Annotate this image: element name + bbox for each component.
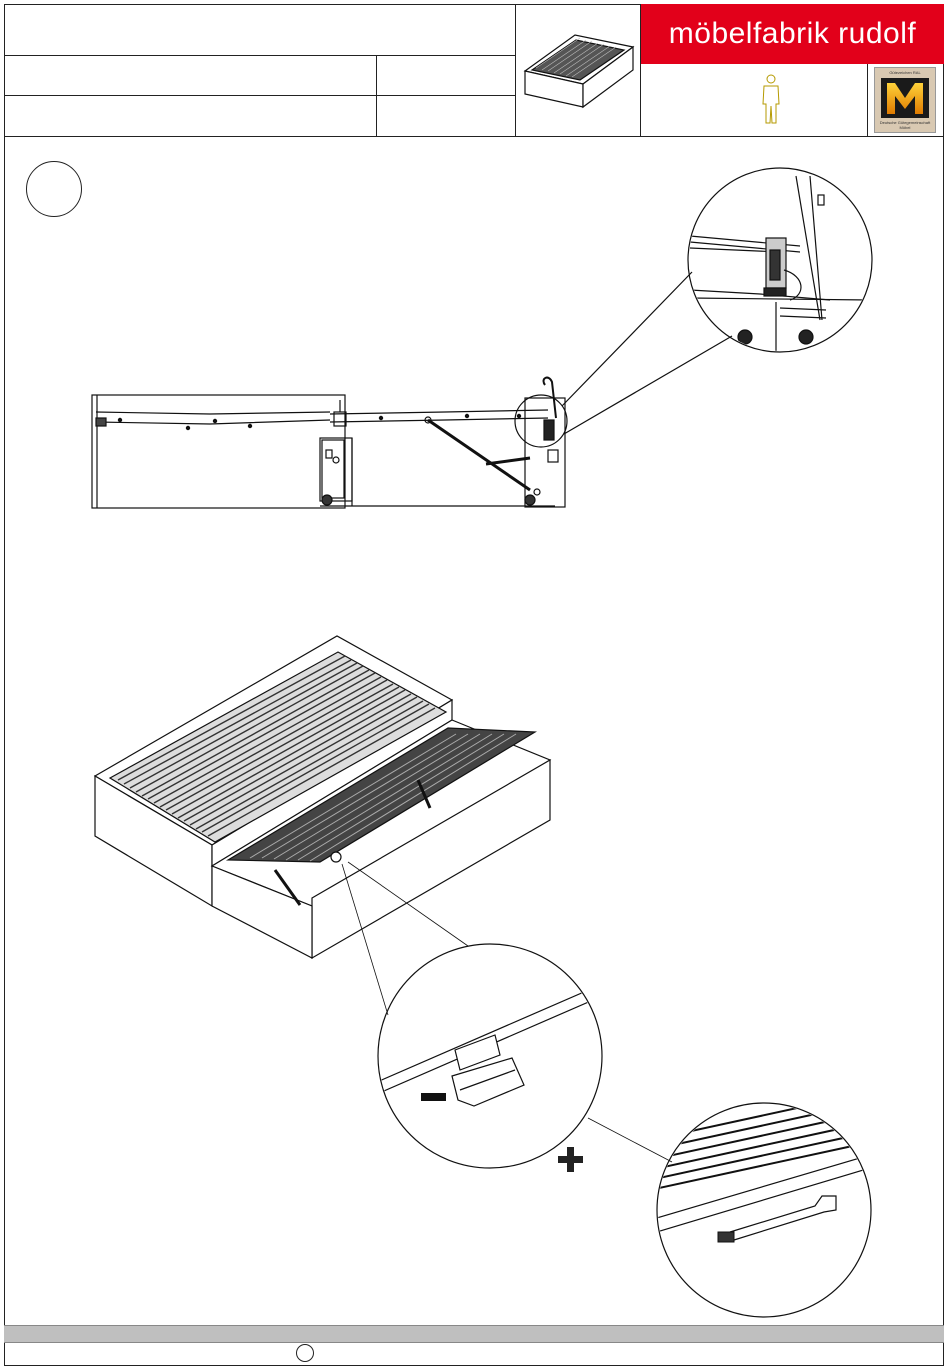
footer-bar (4, 1325, 944, 1343)
detail-zoom-wrench (650, 1090, 880, 1317)
detail-zoom-top (688, 168, 872, 352)
minus-sign (421, 1093, 446, 1101)
detail-zoom-adjuster (370, 944, 602, 1168)
isometric-bed-drawing (95, 636, 550, 1015)
product-thumbnail-icon (525, 35, 633, 107)
step-number-circle (26, 161, 82, 217)
page-number-circle (296, 1344, 314, 1362)
detail-connector-line (588, 1118, 672, 1162)
side-view-drawing (92, 272, 732, 508)
person-icon (763, 75, 779, 123)
plus-sign (558, 1147, 583, 1172)
